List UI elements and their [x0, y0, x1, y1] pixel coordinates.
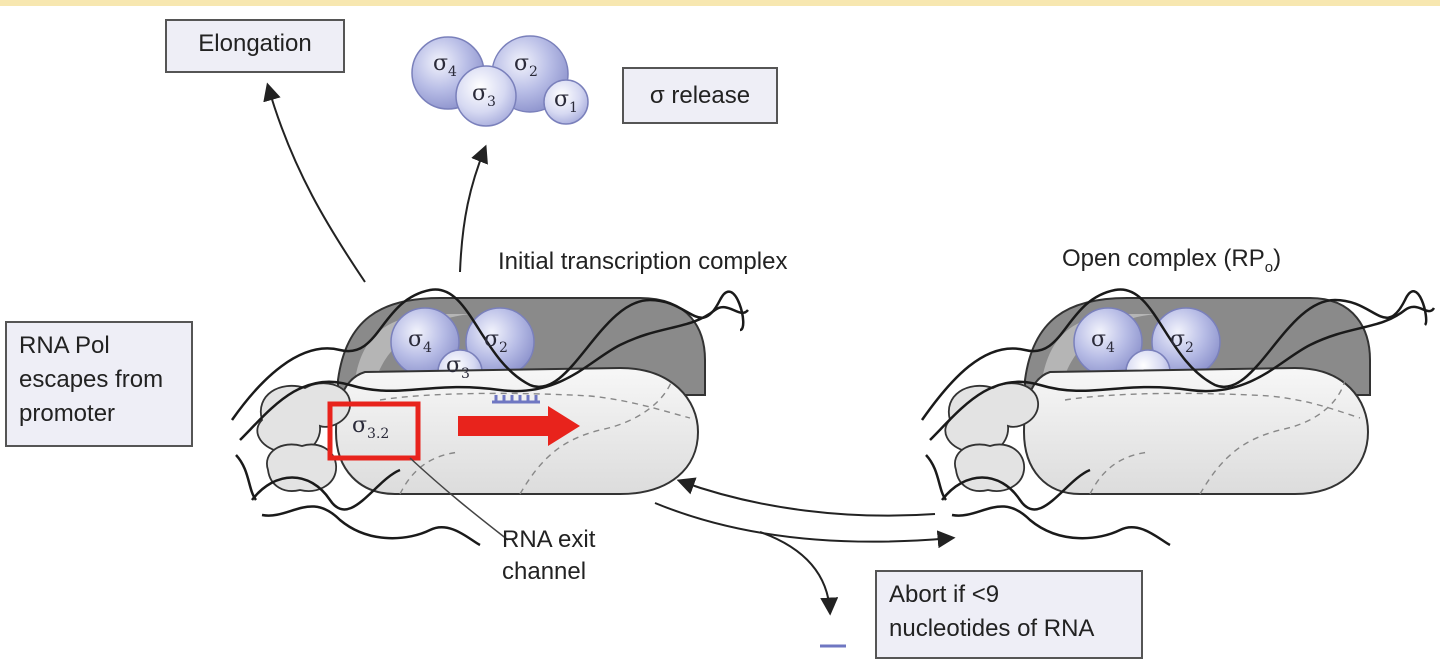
- free-sigma1-label: σ1: [554, 87, 578, 116]
- abort-line-2: nucleotides of RNA: [889, 615, 1095, 642]
- initial-complex-label: Initial transcription complex: [498, 248, 788, 275]
- escape-promoter-box: RNA Pol escapes from promoter: [5, 321, 193, 447]
- abort-box: Abort if <9 nucleotides of RNA: [875, 570, 1143, 659]
- complex-sigma3-label: σ3: [446, 353, 470, 382]
- complex-sigma4-label: σ4: [408, 327, 432, 356]
- open-sigma4-label: σ4: [1091, 327, 1115, 356]
- abort-line-1: Abort if <9: [889, 581, 1000, 608]
- escape-line-3: promoter: [19, 400, 116, 427]
- arrow-to-abort: [759, 531, 839, 616]
- free-sigma3-label: σ3: [472, 81, 496, 110]
- free-sigma2-label: σ2: [514, 51, 538, 80]
- open-complex-label: Open complex (RPo): [1062, 245, 1282, 276]
- sigma-release-label: σ release: [649, 82, 751, 109]
- red-direction-arrow: [458, 406, 580, 446]
- escape-line-2: escapes from: [19, 366, 164, 393]
- top-border: [0, 0, 1440, 6]
- elongation-box: Elongation: [165, 19, 345, 73]
- arrow-open-to-initial: [676, 477, 936, 517]
- released-sigma-factor: σ4 σ2 σ3 σ1: [411, 35, 589, 127]
- arrow-to-sigma-release: [459, 144, 488, 273]
- sigma-release-box: σ release: [622, 67, 778, 124]
- escape-line-1: RNA Pol: [19, 332, 110, 359]
- initial-transcription-complex: σ4 σ2 σ3 σ3.2: [230, 288, 749, 547]
- complex-sigma2-label: σ2: [484, 327, 508, 356]
- rna-exit-channel-label: RNA exit channel: [502, 526, 596, 585]
- free-sigma4-label: σ4: [433, 51, 457, 80]
- elongation-label: Elongation: [198, 30, 312, 57]
- sigma32-highlight-box: [327, 401, 421, 461]
- sigma32-label: σ3.2: [352, 413, 389, 442]
- open-sigma2-label: σ2: [1170, 327, 1194, 356]
- rna-exit-leader-line: [409, 457, 509, 541]
- open-complex: σ4 σ2: [920, 288, 1436, 547]
- arrow-to-elongation: [263, 82, 366, 283]
- arrow-initial-to-open: [654, 502, 956, 549]
